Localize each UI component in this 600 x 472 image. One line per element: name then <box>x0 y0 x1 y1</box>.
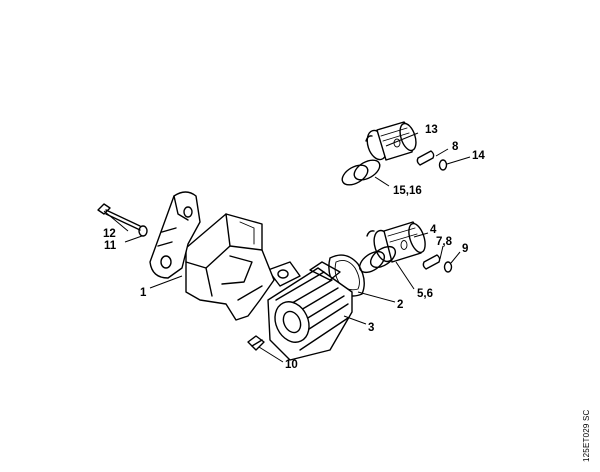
callout-13: 13 <box>425 124 438 136</box>
leader-lines <box>103 132 471 363</box>
callout-7-8: 7,8 <box>436 236 453 248</box>
long-screw <box>97 203 141 231</box>
snap-ring-lower-2 <box>443 261 453 273</box>
short-screw <box>247 335 265 351</box>
callout-4: 4 <box>430 224 437 236</box>
document-code: 125ET029 SC <box>582 409 591 462</box>
cylinder <box>267 261 353 361</box>
piston-pin-upper <box>416 150 435 166</box>
shroud-housing <box>185 213 275 321</box>
callout-5-6: 5,6 <box>417 288 433 300</box>
piston-upper <box>366 121 417 161</box>
snap-ring-upper-2 <box>438 159 448 171</box>
callout-11: 11 <box>104 240 117 252</box>
callout-15-16: 15,16 <box>393 185 422 197</box>
snap-ring-lower <box>366 230 375 237</box>
callout-10: 10 <box>285 359 298 371</box>
callout-14: 14 <box>472 150 485 162</box>
callout-9: 9 <box>462 243 468 255</box>
piston-rings-upper <box>341 159 381 186</box>
mounting-bracket <box>149 191 201 279</box>
callout-8: 8 <box>452 141 459 153</box>
callout-12: 12 <box>103 228 116 240</box>
piston-pin-lower <box>422 254 441 270</box>
intake-flange <box>267 261 301 287</box>
callout-2: 2 <box>397 299 403 311</box>
callout-labels: 13 8 14 15,16 4 7,8 9 5,6 2 3 1 12 11 10 <box>103 124 485 371</box>
snap-ring-upper <box>365 135 373 142</box>
callout-3: 3 <box>368 322 374 334</box>
washer <box>138 225 148 237</box>
piston-lower <box>373 221 426 263</box>
callout-1: 1 <box>140 287 147 299</box>
